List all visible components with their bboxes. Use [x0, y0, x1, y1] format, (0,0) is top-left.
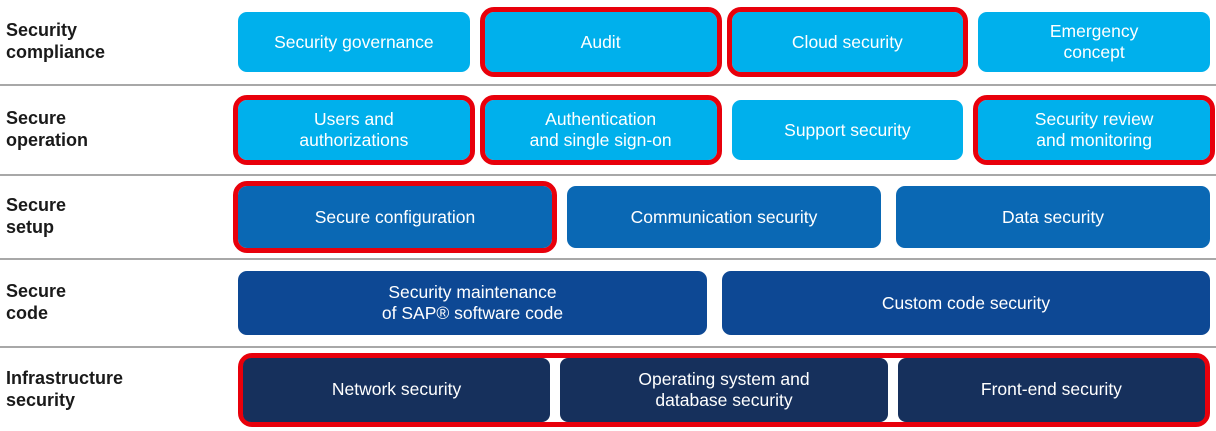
- box-front-end-security: Front-end security: [897, 357, 1205, 422]
- box-secure-configuration: Secure configuration: [233, 181, 557, 253]
- row-secure-operation: Secure operation Users and authorization…: [0, 86, 1216, 174]
- row-secure-code: Secure code Security maintenance of SAP®…: [0, 260, 1216, 346]
- row-boxes-secure-code: Security maintenance of SAP® software co…: [238, 271, 1216, 335]
- row-boxes-security-compliance: Security governance Audit Cloud security…: [238, 7, 1216, 77]
- row-label-secure-operation: Secure operation: [6, 108, 89, 150]
- row-separator: [0, 174, 1216, 176]
- row-boxes-secure-setup: Secure configuration Communication secur…: [233, 181, 1216, 253]
- row-label-secure-setup: Secure setup: [6, 195, 67, 237]
- box-security-review-monitoring: Security review and monitoring: [973, 95, 1215, 165]
- box-custom-code-security: Custom code security: [721, 271, 1210, 335]
- row-boxes-infrastructure-security: Network security Operating system and da…: [238, 352, 1216, 427]
- row-boxes-secure-operation: Users and authorizations Authentication …: [233, 95, 1216, 165]
- row-infrastructure-security: Infrastructure security Network security…: [0, 348, 1216, 431]
- row-label-security-compliance: Security compliance: [6, 20, 106, 62]
- row-separator: [0, 84, 1216, 86]
- box-emergency-concept: Emergency concept: [978, 12, 1210, 72]
- box-audit: Audit: [479, 7, 722, 77]
- box-cloud-security: Cloud security: [726, 7, 969, 77]
- box-security-maintenance-sap-code: Security maintenance of SAP® software co…: [238, 271, 707, 335]
- row-label-infrastructure-security: Infrastructure security: [6, 367, 124, 410]
- row-security-compliance: Security compliance Security governance …: [0, 0, 1216, 84]
- box-support-security: Support security: [731, 100, 964, 160]
- row-label-secure-code: Secure code: [6, 281, 67, 323]
- box-users-and-authorizations: Users and authorizations: [233, 95, 475, 165]
- row-secure-setup: Secure setup Secure configuration Commun…: [0, 176, 1216, 258]
- box-network-security: Network security: [243, 357, 551, 422]
- box-operating-system-database-security: Operating system and database security: [560, 357, 888, 422]
- row-separator: [0, 346, 1216, 348]
- row-separator: [0, 258, 1216, 260]
- box-data-security: Data security: [896, 186, 1210, 248]
- box-authentication-single-sign-on: Authentication and single sign-on: [479, 95, 722, 165]
- box-communication-security: Communication security: [567, 186, 881, 248]
- box-security-governance: Security governance: [238, 12, 470, 72]
- infrastructure-highlight-ring: Network security Operating system and da…: [238, 352, 1210, 427]
